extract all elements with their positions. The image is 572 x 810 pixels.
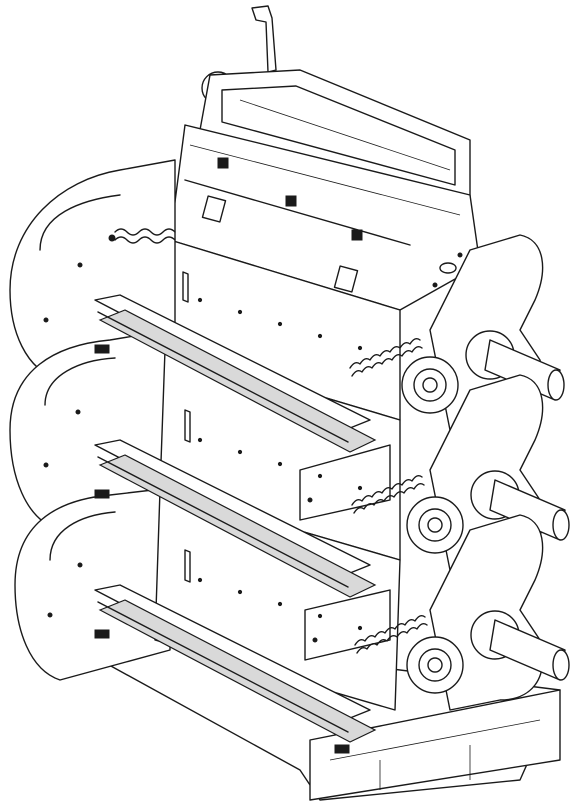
- right-bearings: [401, 234, 570, 711]
- roll-stage-3: [94, 584, 377, 754]
- housing-bolts: [197, 297, 363, 631]
- feed-inlet: [199, 5, 471, 201]
- belt-guards-left: [9, 159, 176, 681]
- roll-stage-2: [94, 439, 391, 661]
- left-springs: [108, 228, 176, 244]
- right-springs: [349, 337, 428, 654]
- roll-stage-1: [94, 294, 391, 521]
